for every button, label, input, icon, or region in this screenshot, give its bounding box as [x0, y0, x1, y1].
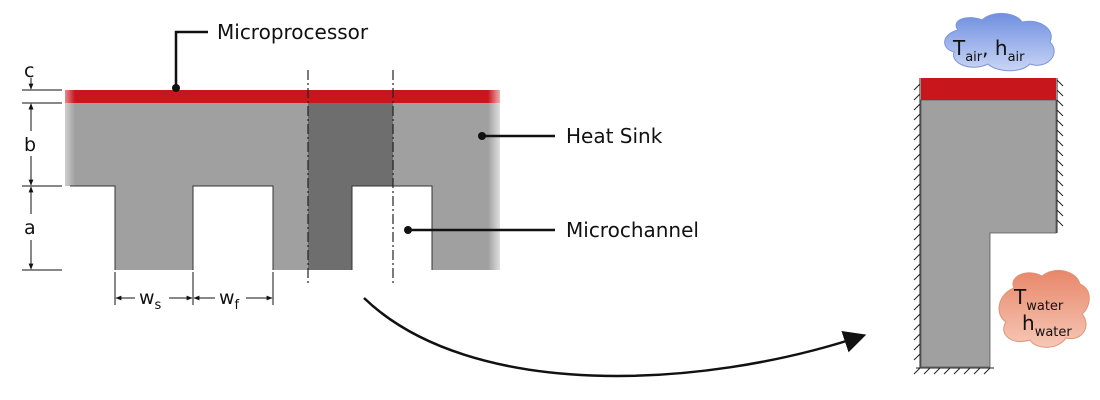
- heat-sink-body: [65, 103, 500, 270]
- air-boundary-label: Tair, hair: [952, 36, 1025, 65]
- water-cloud: [998, 269, 1090, 348]
- microprocessor-label: Microprocessor: [217, 20, 369, 44]
- microchannel-label: Microchannel: [566, 218, 699, 242]
- air-cloud: [944, 13, 1055, 72]
- microprocessor-callout: Microprocessor: [172, 20, 369, 92]
- horizontal-dimensions: [114, 272, 274, 305]
- unit-cell-model: [913, 78, 1064, 375]
- dim-c-label: c: [24, 60, 34, 82]
- unit-cell-region: [308, 103, 393, 270]
- channel-outlines: [70, 185, 433, 270]
- water-h-label: hwater: [1022, 311, 1072, 340]
- dim-wf-label: wf: [219, 287, 240, 313]
- water-temp-label: Twater: [1013, 285, 1064, 314]
- heat-sink-shape: [65, 103, 500, 270]
- left-fade: [55, 88, 75, 272]
- microchannel-callout: Microchannel: [404, 218, 699, 242]
- heat-sink-callout: Heat Sink: [478, 124, 663, 148]
- dim-ws-label: ws: [139, 287, 162, 313]
- heat-sink-label: Heat Sink: [566, 124, 663, 148]
- left-wall-hatch: [913, 78, 921, 368]
- bottom-wall-hatch: [913, 367, 994, 375]
- unit-cell-microprocessor: [921, 78, 1056, 100]
- vertical-dimensions: [22, 78, 62, 271]
- dim-a-label: a: [24, 217, 36, 239]
- microprocessor-layer: [65, 90, 500, 103]
- transition-arrow: [363, 297, 867, 378]
- dim-b-label: b: [24, 134, 36, 156]
- right-wall-hatch: [1056, 78, 1064, 233]
- right-fade: [488, 88, 506, 272]
